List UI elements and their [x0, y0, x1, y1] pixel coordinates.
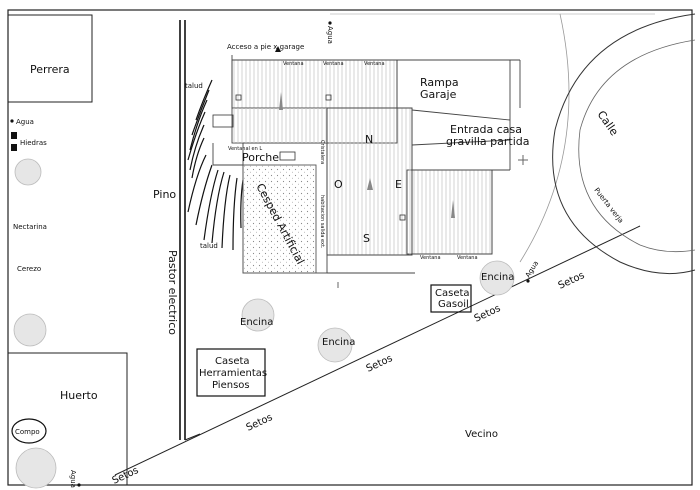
caseta-herramientas-box	[196, 348, 266, 397]
compost-circle	[11, 418, 47, 444]
encina-label-3: Encina	[481, 272, 514, 283]
tree-sketches	[13, 158, 515, 489]
rampa-label: Rampa	[420, 76, 459, 89]
habitacion-label: habitacion salida ext.	[319, 195, 325, 249]
setos-label-2: Setos	[245, 412, 275, 434]
ventana-label-1: Ventana	[283, 61, 304, 67]
nectarina-label: Nectarina	[13, 223, 47, 231]
porche-label: Porche	[242, 151, 279, 164]
puerta-verja-label: Puerta verja	[592, 186, 624, 224]
cristalera-label: Cristalera	[319, 140, 325, 164]
compo-label: Compo	[15, 428, 40, 436]
ventana-label-4: Ventana	[420, 255, 441, 261]
agua-right-label: Agua	[524, 260, 540, 279]
artificial-lawn	[242, 164, 317, 274]
garaje-label: Garaje	[420, 88, 457, 101]
talud-bottom-label: talud	[200, 242, 218, 250]
caseta-herr-label-1: Caseta	[215, 356, 250, 367]
pastor-electrico-label: Pastor electrico	[166, 250, 179, 335]
caseta-gasoil-label-2: Gasoil	[438, 299, 469, 310]
ventana-label-5: Ventana	[457, 255, 478, 261]
roof-north	[231, 59, 398, 109]
compass-east: E	[395, 178, 402, 191]
setos-label-5: Setos	[557, 270, 587, 292]
perrera-area	[8, 14, 93, 103]
setos-label-3: Setos	[365, 353, 395, 375]
perrera-label: Perrera	[30, 63, 70, 76]
vecino-label: Vecino	[465, 429, 498, 440]
huerto-label: Huerto	[60, 389, 98, 402]
caseta-gasoil-box	[430, 284, 472, 313]
talud-top-label: talud	[185, 82, 203, 90]
street-curb	[552, 13, 696, 275]
entrada-label: Entrada casa	[450, 123, 522, 136]
hiedras-label: Hiedras	[20, 139, 47, 147]
acceso-label: Acceso a pie x garage	[227, 43, 304, 51]
ventana-label-3: Ventana	[364, 61, 385, 67]
caseta-gasoil-label-1: Caseta	[435, 288, 470, 299]
compass-north: N	[365, 133, 373, 146]
agua-bottom-label: Agua	[69, 470, 77, 488]
huerto-area	[8, 352, 128, 485]
plot-border	[7, 9, 693, 486]
setos-label-4: Setos	[473, 303, 503, 325]
compass-south: S	[363, 232, 370, 245]
ventana-label-2: Ventana	[323, 61, 344, 67]
calle-label: Calle	[595, 108, 621, 138]
agua-left-label: Agua	[16, 118, 34, 126]
ventanal-label: Ventanal en L	[228, 146, 262, 152]
pino-label: Pino	[153, 188, 176, 201]
compass-west: O	[334, 178, 343, 191]
street-inner-edge	[519, 13, 570, 263]
hedge-line	[114, 225, 641, 476]
gravilla-label: gravilla partida	[446, 135, 530, 148]
caseta-herr-label-2: Herramientas	[199, 368, 267, 379]
setos-label-1: Setos	[111, 465, 141, 487]
agua-top-label: Agua	[326, 26, 334, 44]
slope-hatching	[187, 79, 244, 251]
cerezo-label: Cerezo	[17, 265, 41, 273]
encina-label-1: Encina	[240, 317, 273, 328]
caseta-herr-label-3: Piensos	[212, 380, 250, 391]
encina-label-2: Encina	[322, 337, 355, 348]
